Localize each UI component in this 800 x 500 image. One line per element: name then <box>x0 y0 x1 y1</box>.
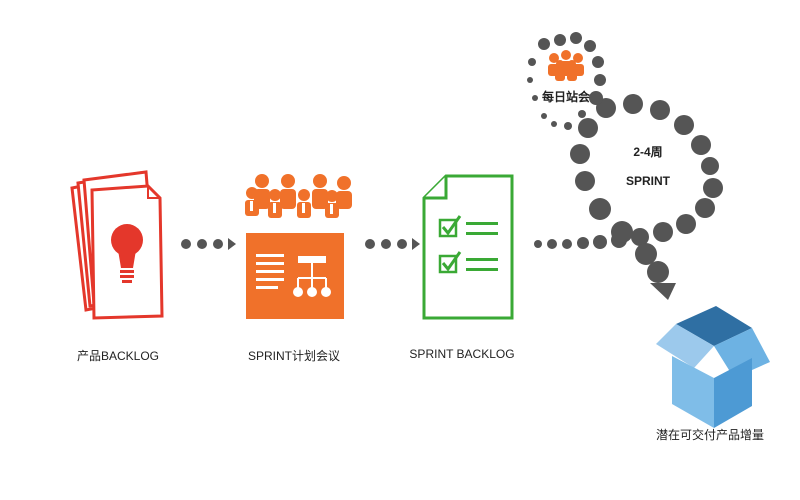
open-box-icon <box>656 306 770 428</box>
checklist-document-icon <box>422 174 514 320</box>
daily-standup-label: 每日站会 <box>542 89 591 104</box>
arrow-dots-2 <box>365 238 420 250</box>
lightbulb-icon <box>111 224 143 283</box>
checkbox-checked-icon <box>438 251 462 274</box>
product-backlog-label: 产品BACKLOG <box>76 349 160 363</box>
org-chart-icon <box>293 256 331 297</box>
increment-label: 潜在可交付产品增量 <box>655 428 765 442</box>
sprint-planning-label: SPRINT计划会议 <box>247 349 341 363</box>
team-people-icon <box>245 174 352 218</box>
daily-standup-team-icon <box>548 50 584 81</box>
sprint-backlog-label: SPRINT BACKLOG <box>409 347 515 361</box>
team-presentation-board-icon <box>245 174 352 319</box>
text-lines-icon <box>256 254 284 289</box>
lightbulb-document-stack-icon <box>70 170 164 320</box>
loop-sprint-label: SPRINT <box>626 174 671 188</box>
checkbox-checked-icon <box>438 215 462 238</box>
arrow-dots-1 <box>181 238 236 250</box>
loop-duration-label: 2-4周 <box>633 145 662 159</box>
sprint-loop-dots <box>527 32 723 300</box>
